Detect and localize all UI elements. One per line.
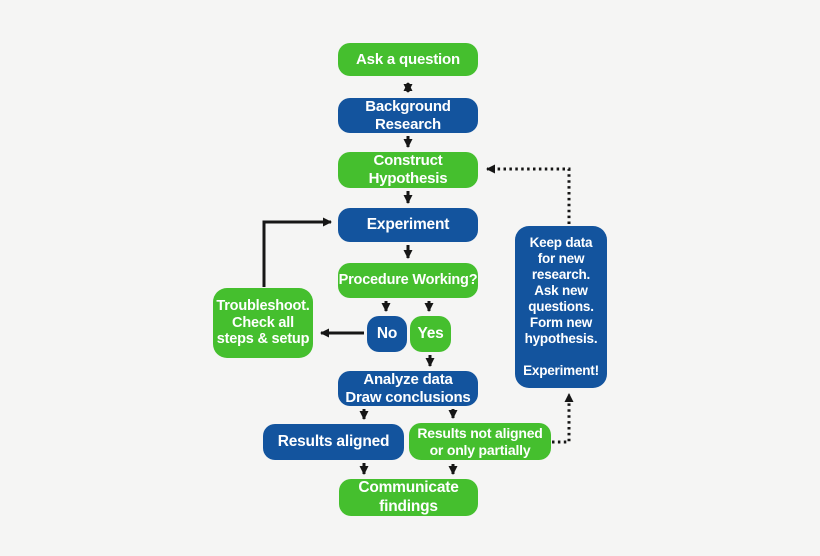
node-troubleshoot: Troubleshoot. Check all steps & setup: [213, 288, 313, 358]
node-communicate-findings: Communicate findings: [339, 479, 478, 516]
node-procedure-working: Procedure Working?: [338, 263, 478, 298]
node-analyze-data: Analyze data Draw conclusions: [338, 371, 478, 406]
dotted-arrow-results-not-aligned-to-keep-data: [552, 393, 574, 444]
node-results-aligned: Results aligned: [263, 424, 404, 460]
node-ask-a-question: Ask a question: [338, 43, 478, 76]
dotted-arrow-keep-data-to-construct: [486, 164, 571, 224]
node-keep-data: Keep data for new research. Ask new ques…: [515, 226, 607, 388]
node-construct-hypothesis: Construct Hypothesis: [338, 152, 478, 188]
node-experiment: Experiment: [338, 208, 478, 242]
node-yes: Yes: [410, 316, 451, 352]
node-background-research: Background Research: [338, 98, 478, 133]
arrow-troubleshoot-to-experiment-loop: [262, 217, 332, 287]
node-no: No: [367, 316, 407, 352]
node-results-not-aligned: Results not aligned or only partially: [409, 423, 551, 460]
